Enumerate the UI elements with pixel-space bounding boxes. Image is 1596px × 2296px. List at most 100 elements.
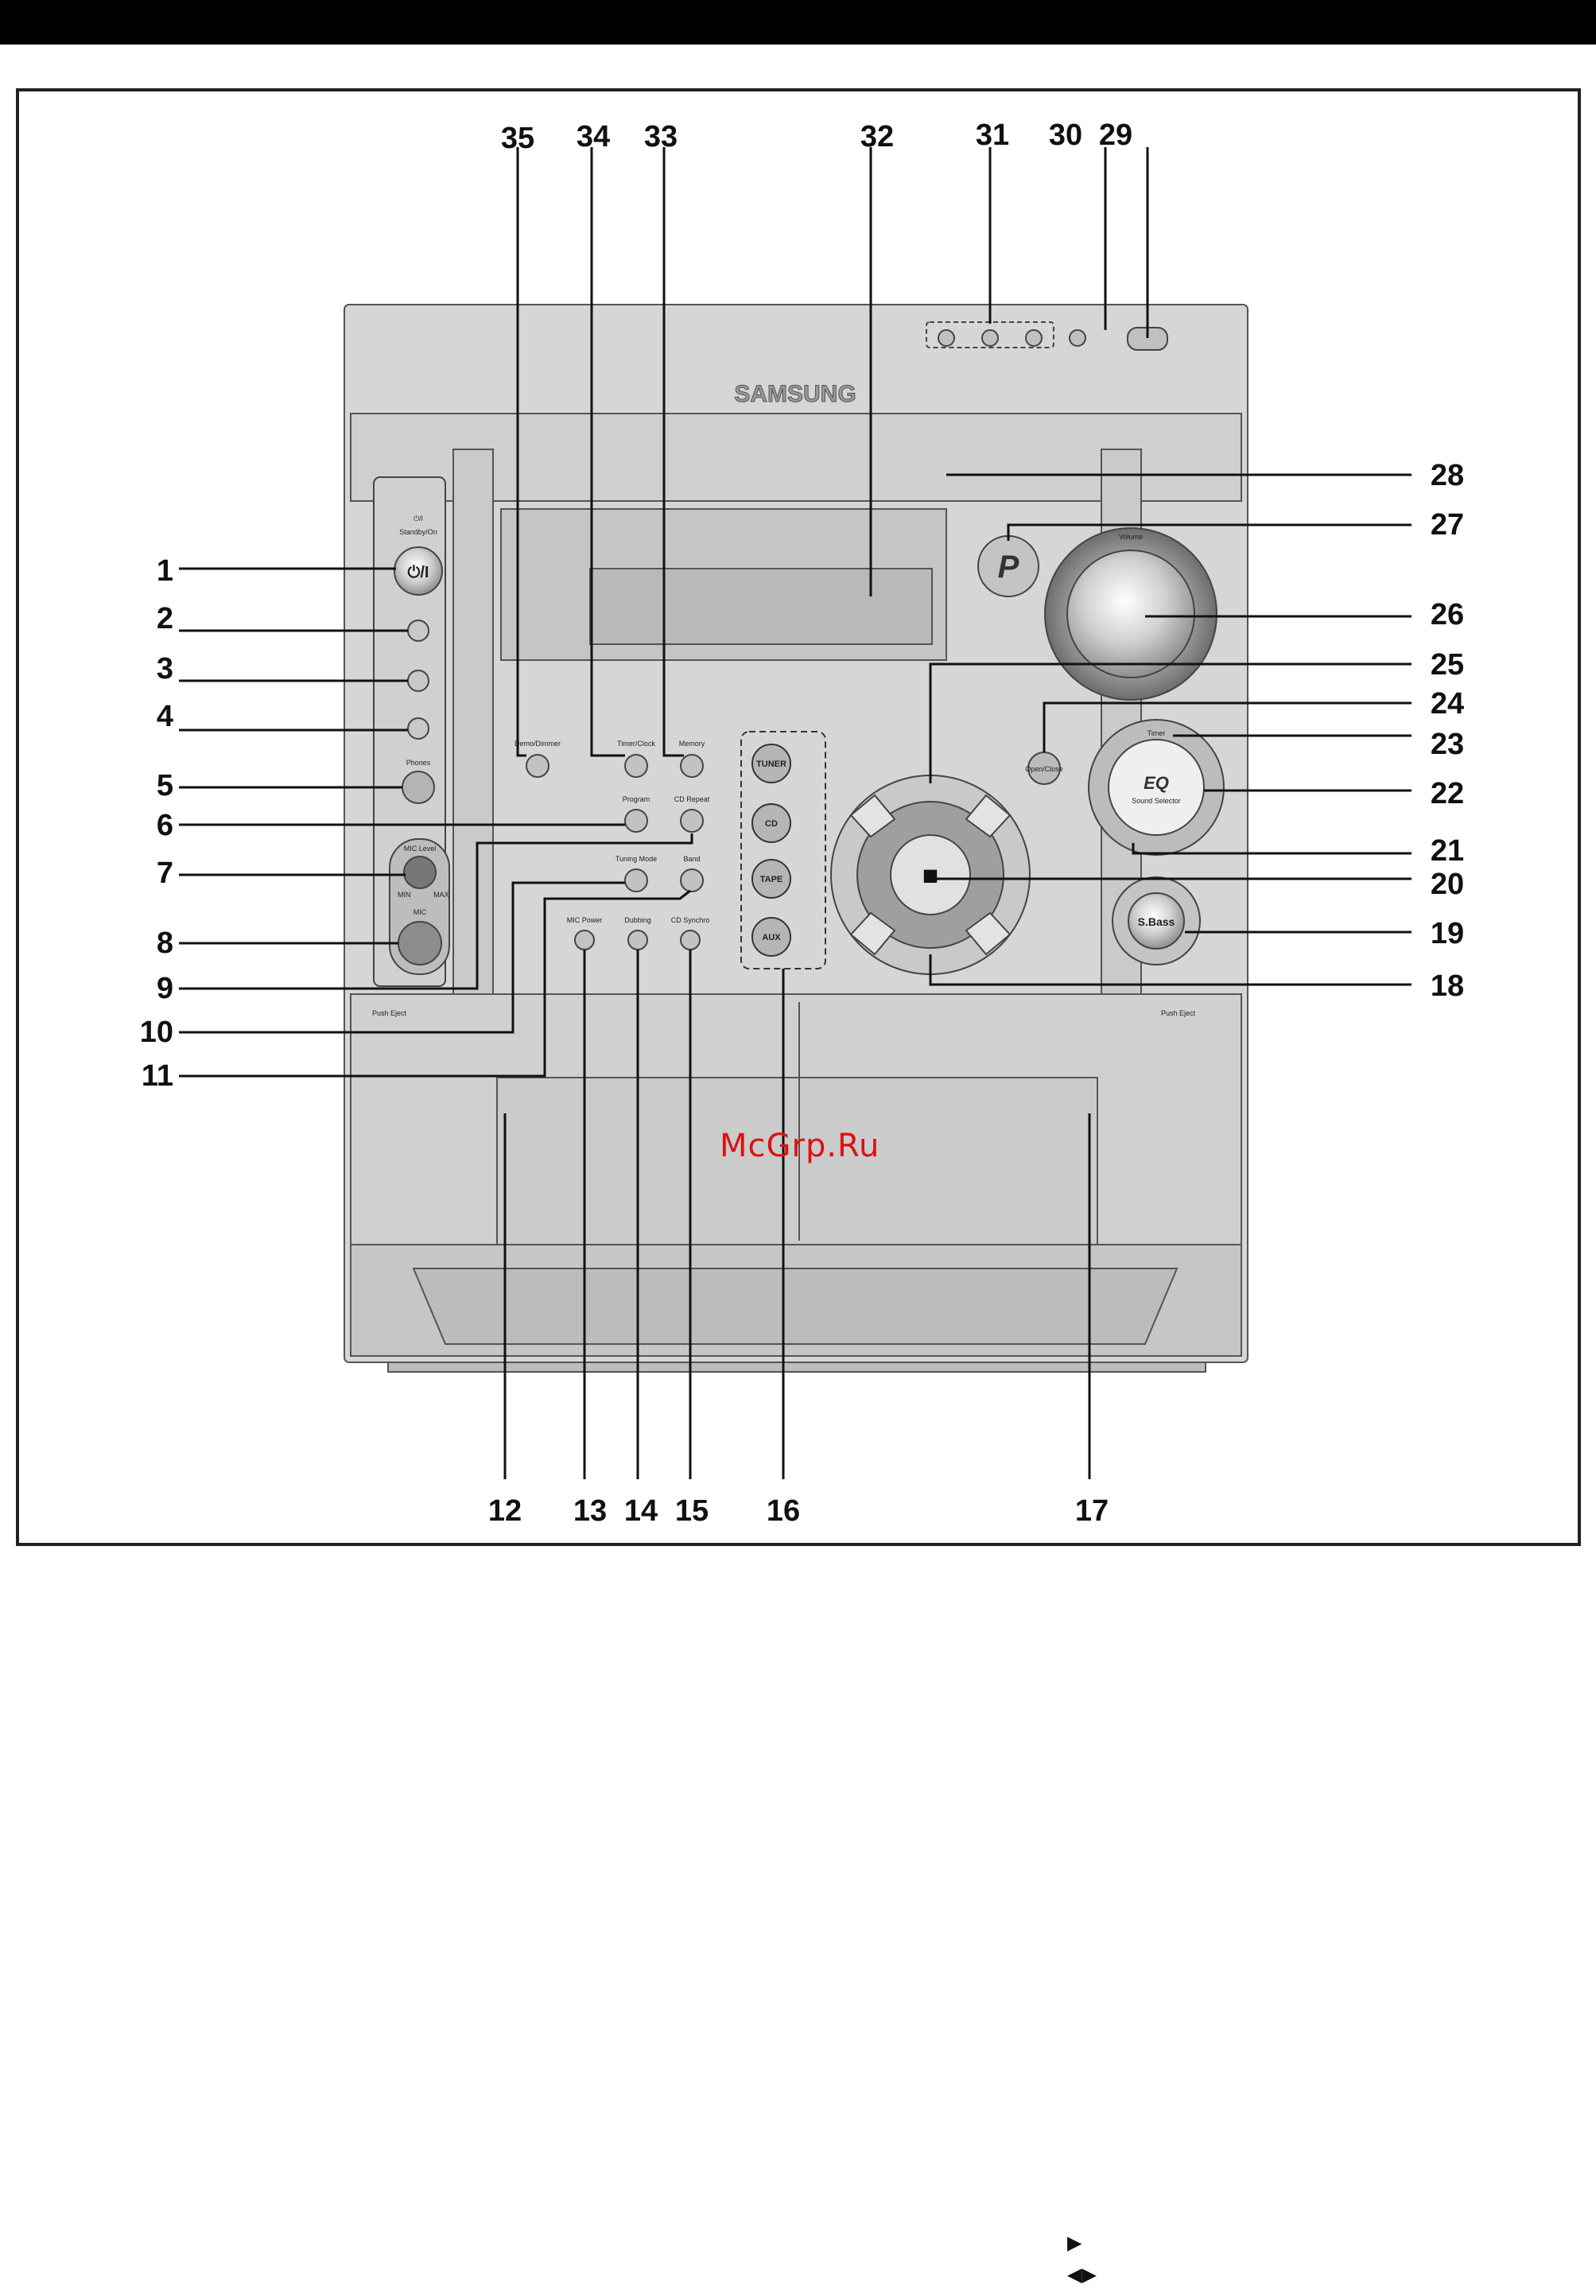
function-buttons [740, 731, 826, 969]
tape-label: TAPE [760, 875, 783, 884]
play-pause-symbol: ◀▶ [1067, 2263, 1097, 2286]
callout-33: 33 [644, 120, 678, 153]
callout-18: 18 [1431, 969, 1464, 1003]
callout-17: 17 [1075, 1494, 1109, 1528]
right-controls [977, 527, 1225, 965]
open-close-label: Open/Close [1025, 765, 1063, 773]
top-button-4[interactable] [1069, 329, 1086, 347]
callout-21: 21 [1431, 834, 1464, 868]
callout-4: 4 [157, 700, 173, 733]
timer-label: Timer [1147, 729, 1166, 737]
callout-2: 2 [157, 602, 173, 635]
callout-15: 15 [675, 1494, 709, 1528]
left-controls [373, 476, 450, 987]
timer-clock-button[interactable] [624, 754, 648, 778]
p-logo: P [998, 550, 1019, 585]
callout-34: 34 [577, 120, 610, 153]
callout-31: 31 [976, 118, 1009, 152]
callout-29: 29 [1099, 118, 1132, 152]
callout-25: 25 [1431, 648, 1464, 682]
callout-9: 9 [157, 972, 173, 1005]
mic-level-knob[interactable] [403, 856, 437, 889]
callout-22: 22 [1431, 777, 1464, 810]
mic-power-label: MIC Power [567, 916, 603, 924]
callout-5: 5 [157, 769, 173, 802]
watermark: McGrp.Ru [720, 1128, 880, 1164]
callout-27: 27 [1431, 508, 1464, 542]
small-button-4[interactable] [407, 717, 429, 740]
top-button-2[interactable] [981, 329, 999, 347]
callout-6: 6 [157, 809, 173, 842]
center-buttons [526, 754, 704, 950]
callout-8: 8 [157, 927, 173, 960]
small-button-2[interactable] [407, 620, 429, 642]
tuner-button[interactable] [751, 744, 791, 783]
callout-7: 7 [157, 857, 173, 890]
dubbing-label: Dubbing [624, 916, 651, 924]
mic-power-button[interactable] [574, 930, 595, 950]
aux-button[interactable] [751, 917, 791, 957]
callout-12: 12 [488, 1494, 522, 1528]
eq-subtitle: Sound Selector [1132, 797, 1181, 805]
callout-14: 14 [624, 1494, 658, 1528]
mic-label: MIC [414, 908, 427, 916]
power-button-label: ⏻/I [408, 564, 429, 581]
callout-leaders [179, 147, 1412, 1479]
program-label: Program [623, 795, 650, 803]
small-button-3[interactable] [407, 670, 429, 692]
phones-label: Phones [406, 759, 431, 767]
push-eject-left: Push Eject [372, 1009, 407, 1017]
callout-32: 32 [860, 120, 894, 153]
min-label: MIN [398, 891, 411, 899]
top-black-bar [0, 0, 1596, 45]
cd-button[interactable] [751, 803, 791, 843]
callout-numbers: 1 2 3 4 5 6 7 8 9 10 11 12 13 14 15 16 1… [140, 118, 1464, 1528]
cd-repeat-label: CD Repeat [674, 795, 710, 803]
callout-3: 3 [157, 652, 173, 686]
dubbing-button[interactable] [627, 930, 648, 950]
timer-clock-label: Timer/Clock [617, 740, 655, 748]
phones-jack[interactable] [402, 771, 435, 804]
cd-synchro-button[interactable] [680, 930, 701, 950]
top-button-1[interactable] [938, 329, 955, 347]
tuner-label: TUNER [756, 760, 786, 769]
callout-23: 23 [1431, 728, 1464, 761]
push-eject-right: Push Eject [1161, 1009, 1196, 1017]
memory-button[interactable] [680, 754, 704, 778]
mic-jack[interactable] [398, 921, 442, 965]
callout-13: 13 [573, 1494, 607, 1528]
band-label: Band [683, 855, 700, 863]
volume-label: Volume [1119, 533, 1143, 541]
memory-label: Memory [679, 740, 705, 748]
diagram-frame [16, 88, 1581, 1546]
power-button[interactable] [394, 546, 443, 596]
stop-button[interactable]: ■ [922, 861, 939, 891]
callout-19: 19 [1431, 917, 1464, 950]
max-label: MAX [433, 891, 449, 899]
callout-35: 35 [501, 122, 534, 155]
demo-dimmer-label: Demo/Dimmer [515, 740, 561, 748]
callout-1: 1 [157, 554, 173, 588]
cd-synchro-label: CD Synchro [671, 916, 710, 924]
cd-repeat-button[interactable] [680, 809, 704, 833]
program-button[interactable] [624, 809, 648, 833]
tape-button[interactable] [751, 859, 791, 899]
tuning-mode-button[interactable] [624, 868, 648, 892]
play-symbol: ▶ [1067, 2232, 1082, 2254]
callout-26: 26 [1431, 598, 1464, 631]
sbass-button[interactable] [1128, 892, 1185, 950]
callout-30: 30 [1049, 118, 1082, 152]
top-button-3[interactable] [1025, 329, 1043, 347]
band-button[interactable] [680, 868, 704, 892]
eq-sound-selector[interactable] [1108, 739, 1205, 836]
brand-logo: SAMSUNG [734, 381, 856, 407]
demo-dimmer-button[interactable] [526, 754, 549, 778]
volume-knob[interactable] [1066, 550, 1195, 678]
power-top-label: ⏻/I [414, 515, 423, 523]
callout-16: 16 [767, 1494, 800, 1528]
callout-20: 20 [1431, 868, 1464, 901]
page-symbols: ▶ ◀▶ [1067, 2227, 1097, 2290]
jog-dial[interactable] [830, 775, 1031, 975]
cd-label: CD [765, 819, 778, 829]
sbass-label: S.Bass [1138, 915, 1175, 928]
